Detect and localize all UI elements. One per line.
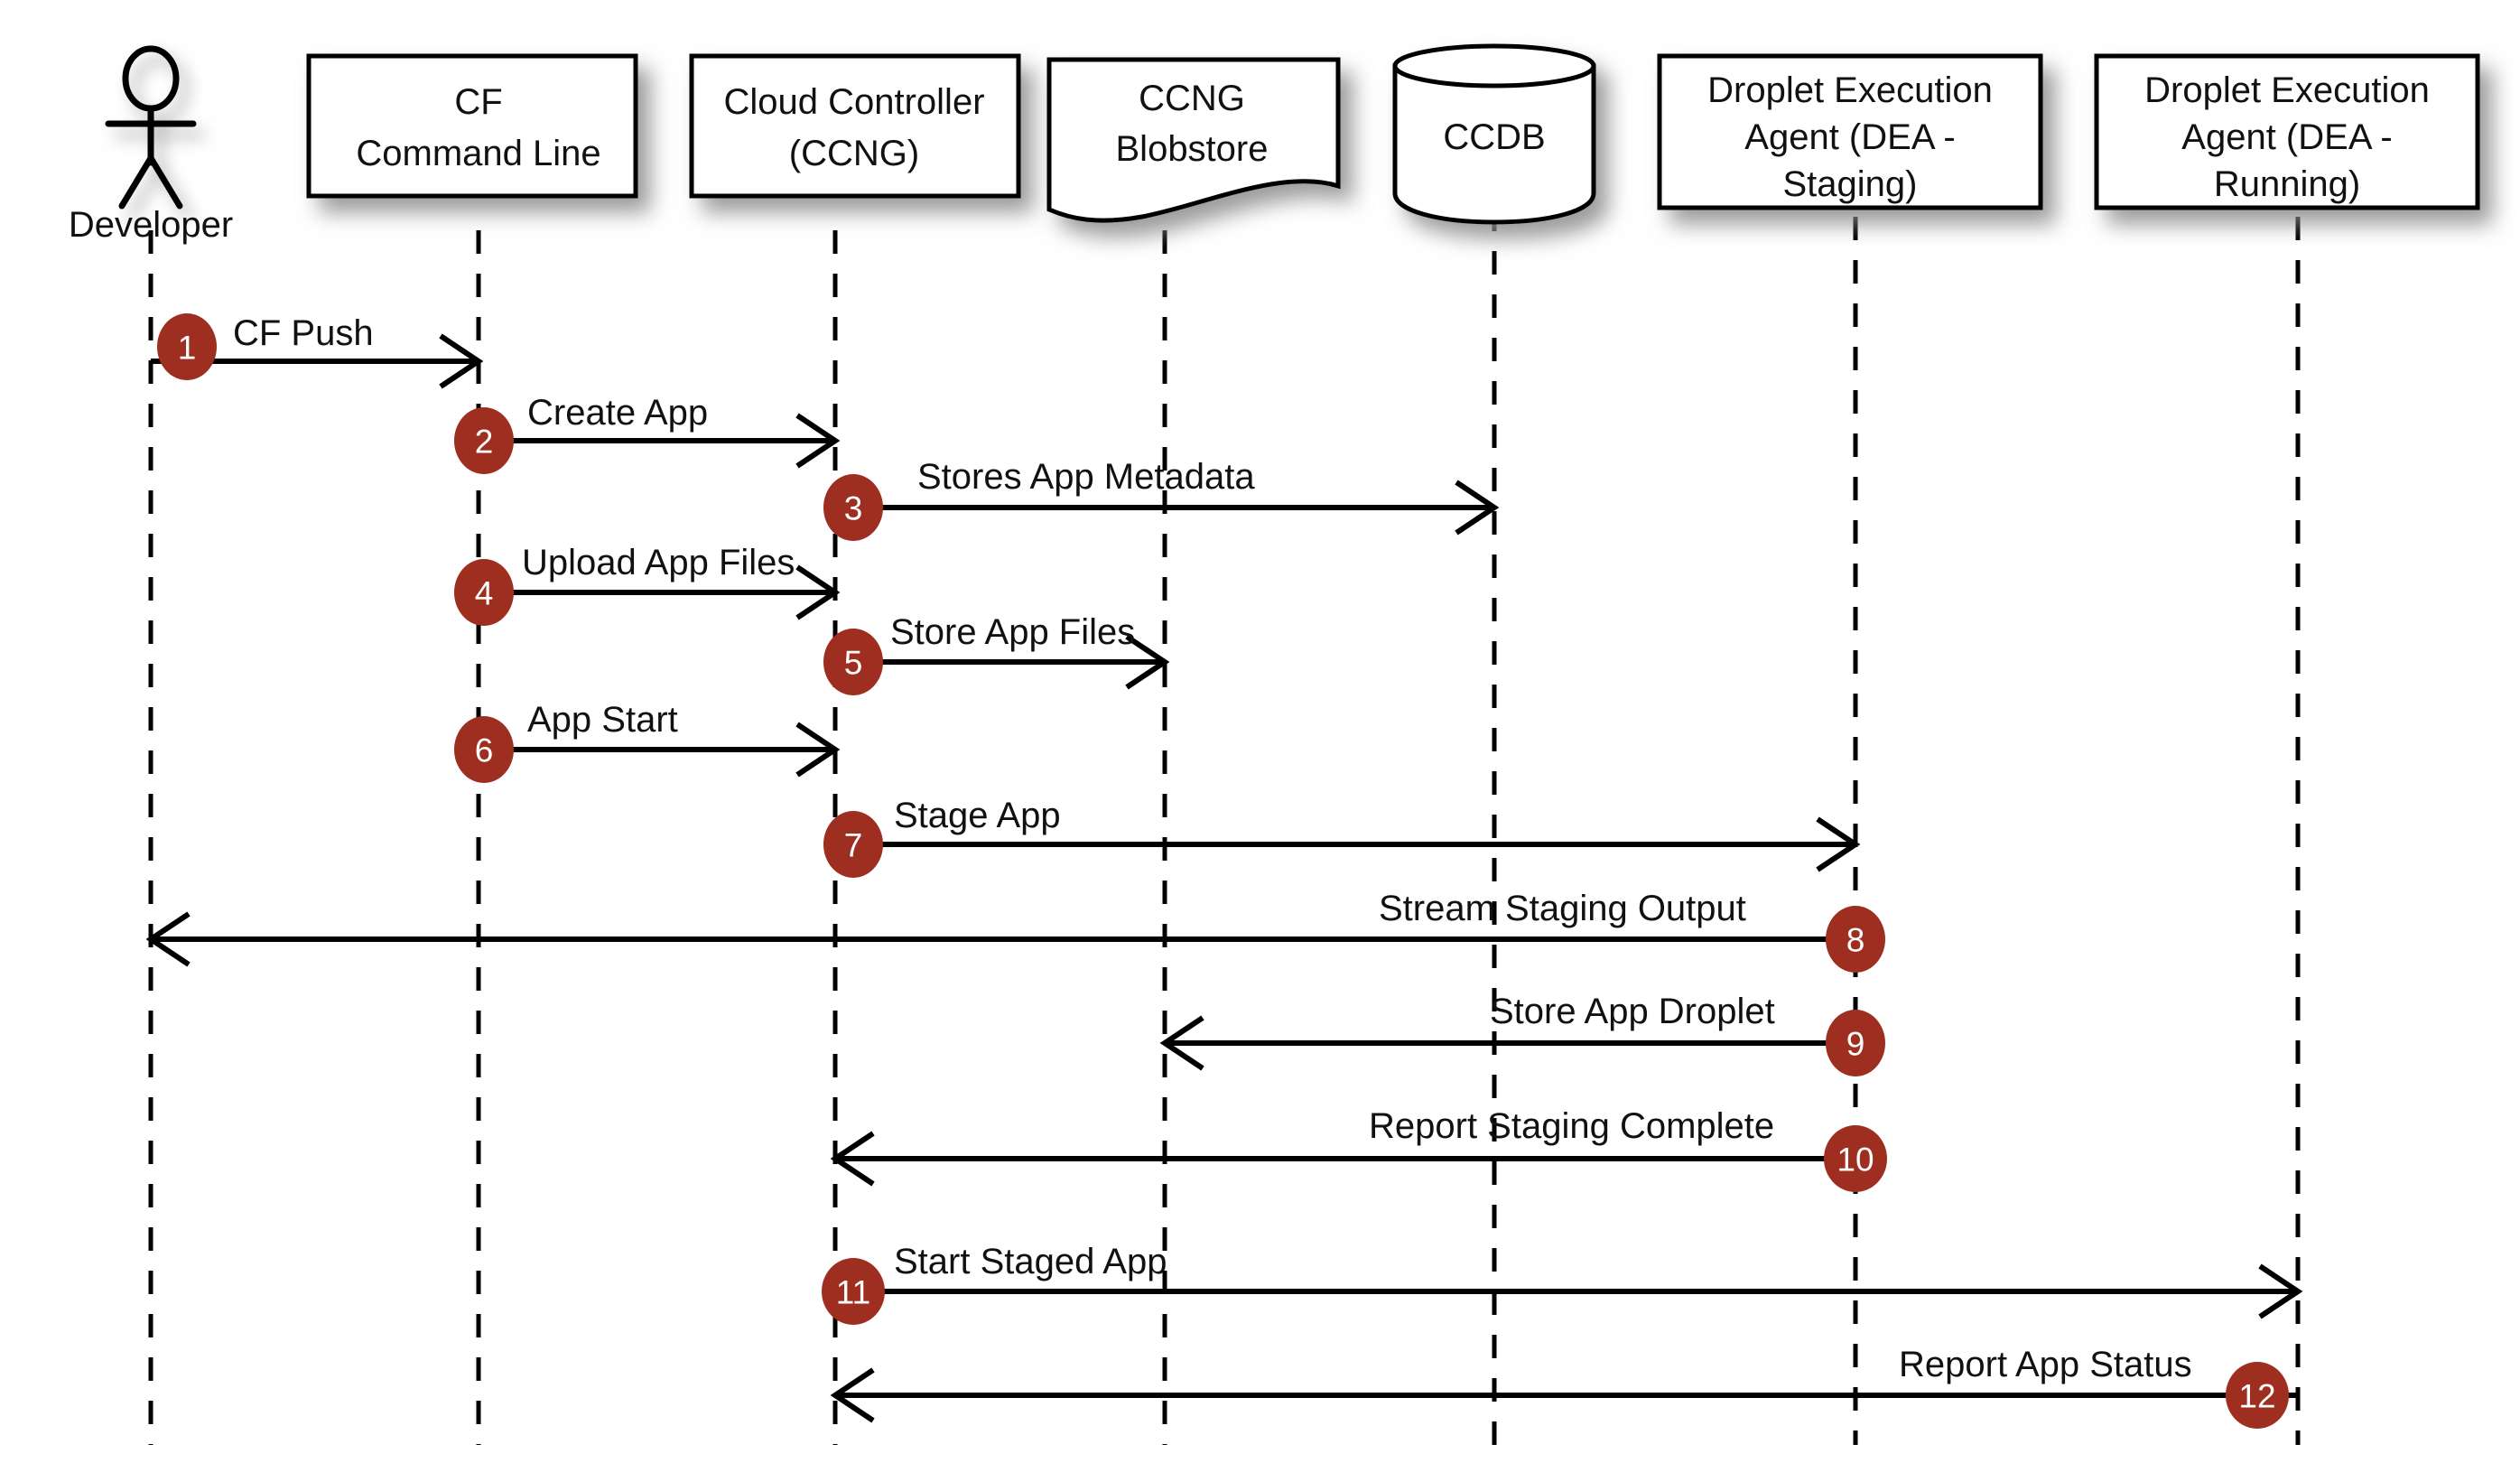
actor-leg-right-icon <box>147 154 183 210</box>
message-5[interactable]: Store App Files 5 <box>823 612 1170 695</box>
ccdb-cylinder-body <box>1392 63 1596 225</box>
message-5-arrowhead <box>1125 634 1170 690</box>
ccdb-label: CCDB <box>1443 117 1545 157</box>
message-2[interactable]: Create App 2 <box>454 393 841 474</box>
message-11-number: 11 <box>836 1274 870 1311</box>
ccng-blobstore-label-line2: Blobstore <box>1116 129 1269 169</box>
message-7-label: Stage App <box>894 796 1061 835</box>
message-12-number: 12 <box>2238 1378 2275 1415</box>
dea-running-label-line2: Agent (DEA - <box>2181 117 2392 157</box>
dea-running-label-line3: Running) <box>2214 164 2360 204</box>
participant-ccdb[interactable] <box>1392 43 1596 225</box>
message-8-number: 8 <box>1846 922 1865 959</box>
message-10-label: Report Staging Complete <box>1369 1106 1774 1146</box>
message-9-number: 9 <box>1846 1026 1865 1063</box>
message-1-number: 1 <box>178 330 197 367</box>
message-1-arrowhead <box>439 333 484 389</box>
message-7-number: 7 <box>844 827 863 864</box>
message-3[interactable]: Stores App Metadata 3 <box>823 457 1500 541</box>
message-10-arrowhead <box>830 1131 875 1187</box>
message-11[interactable]: Start Staged App 11 <box>822 1242 2303 1325</box>
dea-staging-box <box>1657 53 2043 210</box>
message-1[interactable]: CF Push 1 <box>151 313 484 389</box>
actor-leg-left-icon <box>118 154 154 210</box>
message-4-label: Upload App Files <box>522 543 795 582</box>
message-10-badge <box>1824 1125 1887 1192</box>
message-11-label: Start Staged App <box>894 1242 1167 1281</box>
message-8-arrowhead <box>145 911 191 967</box>
message-12-arrowhead <box>830 1367 875 1423</box>
participant-dea-running[interactable]: Droplet Execution Agent (DEA - Running) <box>2094 53 2480 210</box>
message-12-label: Report App Status <box>1899 1345 2192 1384</box>
message-10-number: 10 <box>1837 1142 1874 1179</box>
message-9[interactable]: Store App Droplet 9 <box>1159 992 1885 1076</box>
cf-command-line-label-line1: CF <box>454 82 502 122</box>
message-2-label: Create App <box>527 393 708 433</box>
message-4-arrowhead <box>795 564 841 620</box>
message-9-badge <box>1826 1010 1885 1076</box>
message-11-badge <box>822 1258 885 1325</box>
actor-developer-label: Developer <box>69 205 233 245</box>
message-3-number: 3 <box>844 490 863 527</box>
message-10[interactable]: Report Staging Complete 10 <box>830 1106 1887 1192</box>
message-4-number: 4 <box>475 575 494 612</box>
cf-command-line-label-line2: Command Line <box>356 134 600 173</box>
message-5-number: 5 <box>844 645 863 682</box>
message-8[interactable]: Stream Staging Output 8 <box>145 889 1885 973</box>
message-3-arrowhead <box>1455 480 1500 536</box>
dea-running-label-line1: Droplet Execution <box>2144 70 2430 110</box>
message-7-badge <box>823 811 883 878</box>
message-7-arrowhead <box>1816 816 1861 872</box>
message-8-label: Stream Staging Output <box>1379 889 1746 928</box>
lifelines <box>148 208 2301 1445</box>
message-4[interactable]: Upload App Files 4 <box>454 543 841 626</box>
message-7[interactable]: Stage App 7 <box>823 796 1861 878</box>
cloud-controller-label-line2: (CCNG) <box>789 134 919 173</box>
message-12-badge <box>2226 1362 2289 1429</box>
message-11-arrowhead <box>2258 1263 2303 1319</box>
dea-running-box <box>2094 53 2480 210</box>
message-8-badge <box>1826 906 1885 973</box>
message-3-label: Stores App Metadata <box>917 457 1255 497</box>
dea-staging-label-line2: Agent (DEA - <box>1744 117 1955 157</box>
message-1-badge <box>157 313 217 380</box>
message-1-label: CF Push <box>233 313 374 353</box>
message-9-label: Store App Droplet <box>1490 992 1775 1031</box>
message-2-badge <box>454 407 514 474</box>
ccng-blobstore-label-line1: CCNG <box>1139 79 1245 118</box>
message-6-number: 6 <box>475 732 494 769</box>
message-2-arrowhead <box>795 413 841 469</box>
participant-cf-command-line[interactable]: CF Command Line <box>306 53 638 199</box>
message-4-badge <box>454 559 514 626</box>
ccdb-cylinder-top-icon <box>1392 43 1596 89</box>
cf-command-line-box <box>306 53 638 199</box>
cloud-controller-box <box>689 53 1021 199</box>
cloud-controller-label-line1: Cloud Controller <box>723 82 984 122</box>
message-6-arrowhead <box>795 722 841 778</box>
message-3-badge <box>823 474 883 541</box>
message-6-label: App Start <box>527 700 678 740</box>
message-6[interactable]: App Start 6 <box>454 700 841 783</box>
participant-dea-staging[interactable]: Droplet Execution Agent (DEA - Staging) <box>1657 53 2043 210</box>
message-5-badge <box>823 629 883 695</box>
message-6-badge <box>454 716 514 783</box>
message-12[interactable]: Report App Status 12 <box>830 1345 2298 1429</box>
participant-cloud-controller[interactable]: Cloud Controller (CCNG) <box>689 53 1021 199</box>
message-2-number: 2 <box>475 424 494 461</box>
message-9-arrowhead <box>1159 1015 1204 1071</box>
dea-staging-label-line1: Droplet Execution <box>1707 70 1993 110</box>
actor-head-icon <box>122 45 180 112</box>
ccng-blobstore-document-shape <box>1046 57 1341 223</box>
message-5-label: Store App Files <box>890 612 1135 652</box>
actor-developer[interactable] <box>105 45 197 210</box>
participant-ccng-blobstore[interactable]: CCNG Blobstore <box>1046 57 1341 223</box>
dea-staging-label-line3: Staging) <box>1783 164 1918 204</box>
